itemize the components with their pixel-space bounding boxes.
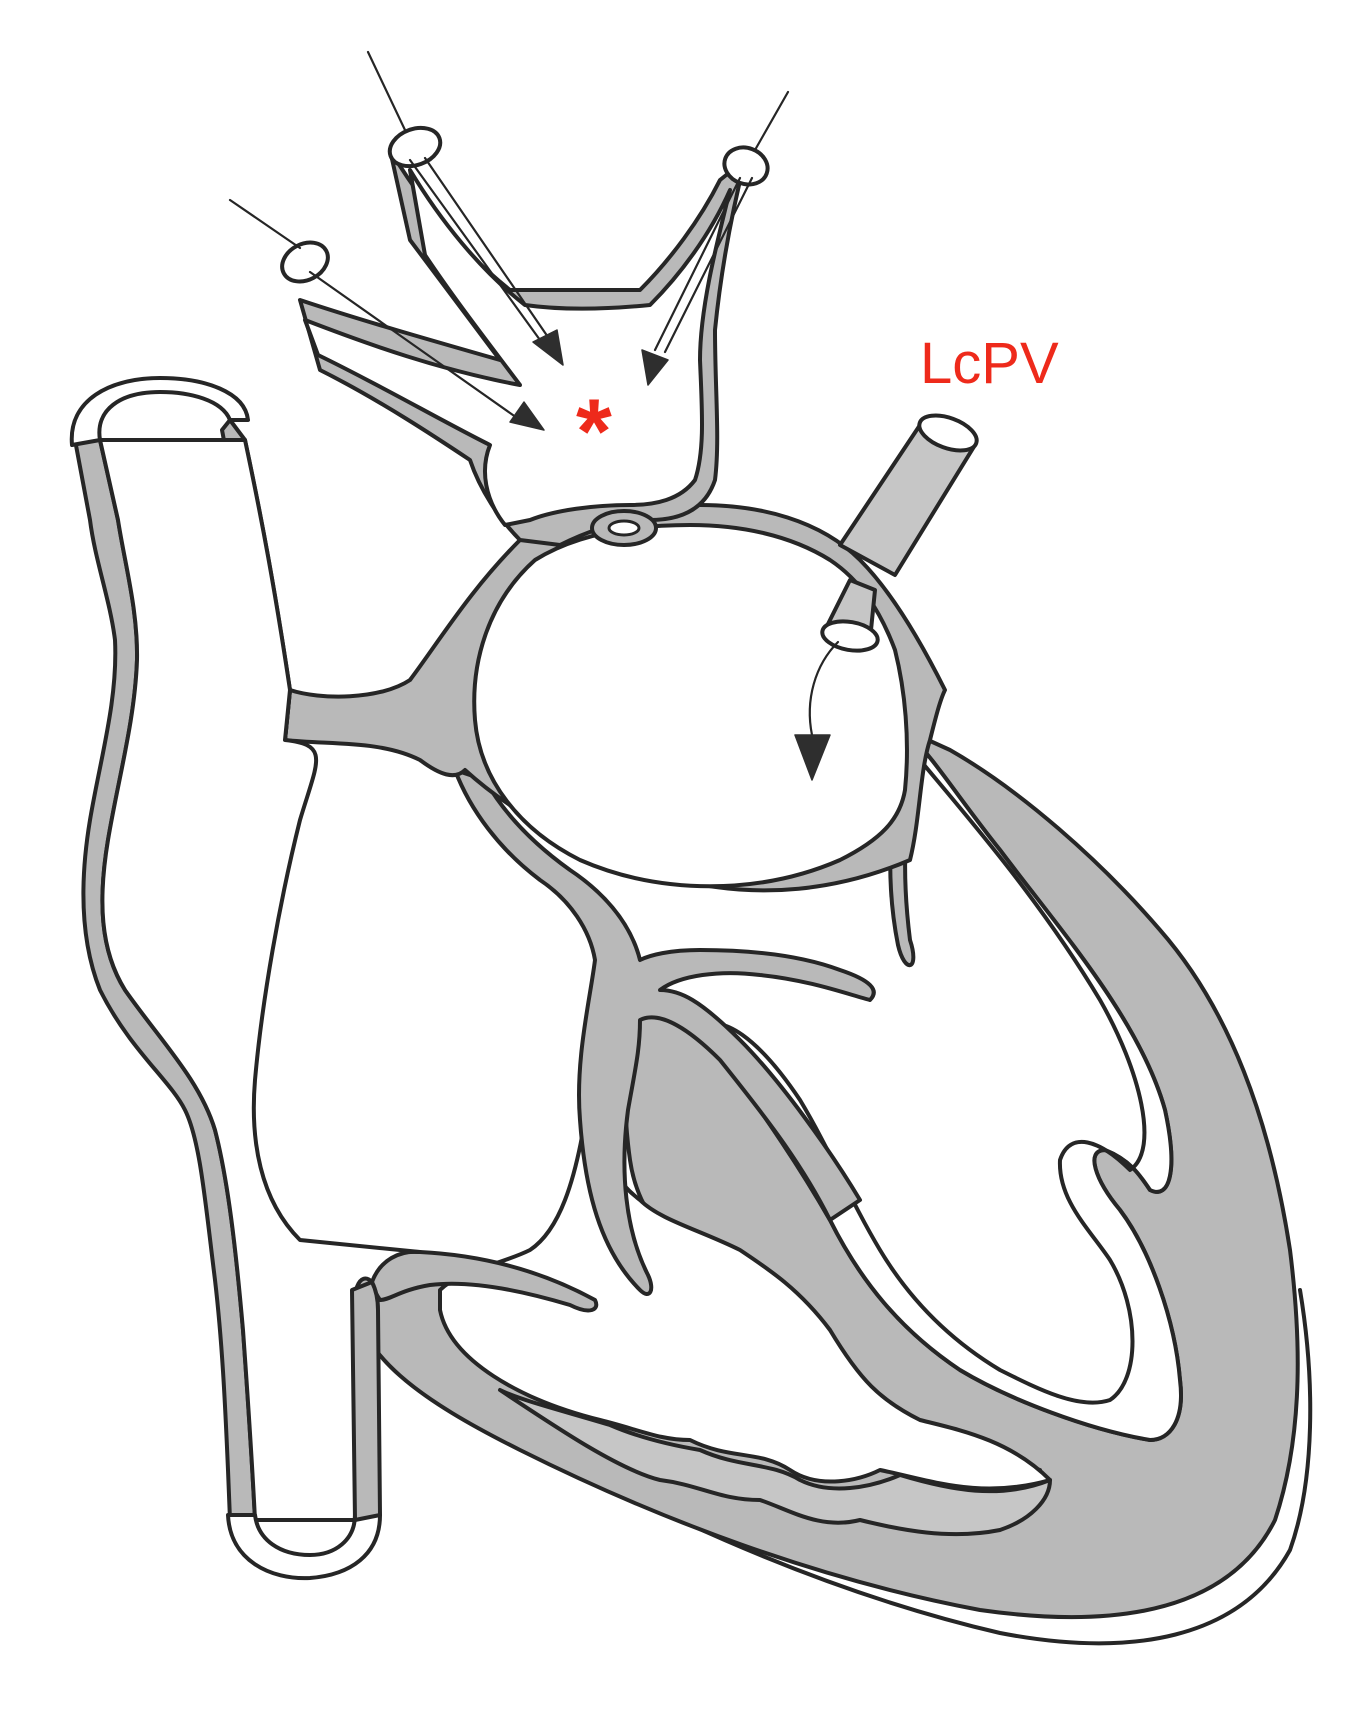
guide-line-right bbox=[753, 90, 790, 152]
ivc-bottom-cap bbox=[226, 1513, 382, 1581]
left-atrium-cavity bbox=[472, 523, 909, 889]
guide-line-middle bbox=[366, 50, 407, 132]
flow-line-right-b bbox=[663, 176, 754, 354]
flow-line-middle-a bbox=[408, 158, 542, 342]
flow-line-right-a bbox=[653, 176, 742, 352]
guide-line-left bbox=[228, 198, 302, 250]
lcpv-flow-curve bbox=[808, 640, 840, 737]
ra-top-cap bbox=[69, 376, 250, 447]
lcpv-flow-arrowhead bbox=[794, 734, 831, 781]
confluence-oval-lumen bbox=[607, 519, 641, 537]
pulmonary-confluence-cavity bbox=[303, 168, 732, 527]
lcpv-label: LcPV bbox=[920, 331, 1059, 396]
flow-line-middle-b bbox=[423, 156, 552, 342]
flow-arrowhead-right bbox=[641, 349, 669, 386]
flow-line-left bbox=[308, 270, 522, 422]
rv-trabeculations bbox=[498, 1388, 1052, 1537]
left-ventricle-cavity bbox=[698, 733, 1183, 1442]
flow-arrowhead-left bbox=[509, 401, 545, 431]
flow-arrowhead-middle bbox=[532, 329, 564, 366]
right-pv-cap bbox=[722, 145, 770, 187]
middle-pv-cap bbox=[387, 125, 443, 169]
confluence-star-marker: * bbox=[576, 381, 612, 483]
left-pv-cap bbox=[280, 240, 330, 284]
lcpv-top-cap bbox=[917, 413, 979, 453]
rv-inflow-wall bbox=[350, 1280, 382, 1522]
septum bbox=[453, 768, 876, 1296]
